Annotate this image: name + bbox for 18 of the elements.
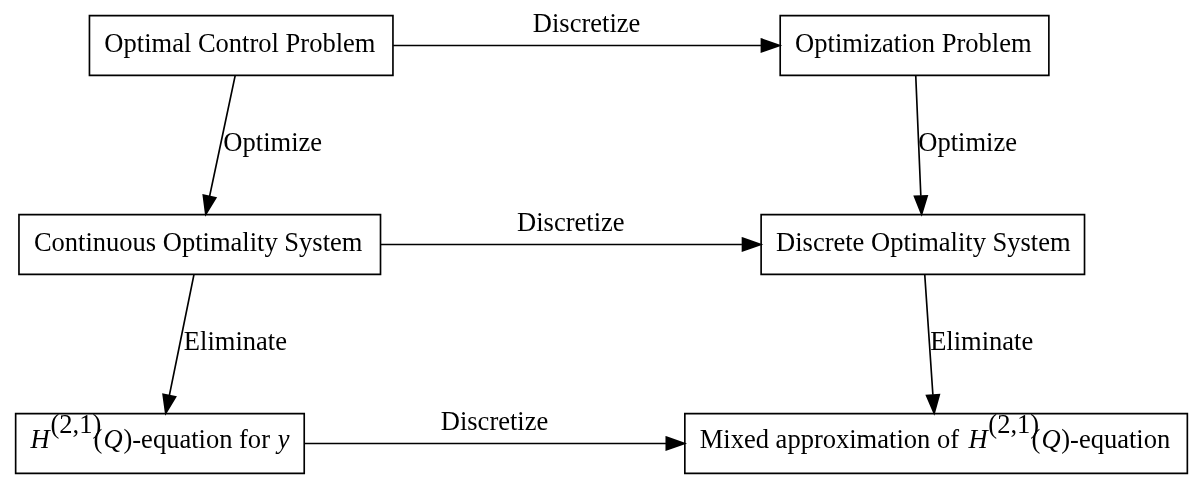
edge-label: Discretize — [532, 7, 641, 38]
node-box: Discrete Optimality System — [760, 213, 1086, 276]
arrow — [303, 435, 688, 452]
edge-label: Optimize — [918, 127, 1017, 158]
edge-label: Optimize — [223, 127, 323, 158]
node-box: Optimization Problem — [779, 14, 1050, 77]
edge-label: Discretize — [440, 405, 549, 436]
arrow — [162, 273, 195, 416]
arrow — [392, 37, 783, 54]
arrow — [923, 273, 941, 416]
edge-label: Eliminate — [930, 326, 1034, 357]
arrow — [380, 236, 764, 253]
edge-label: Discretize — [517, 206, 625, 237]
edge-label: Eliminate — [183, 326, 287, 357]
arrow — [913, 74, 929, 217]
node-box: Optimal Control Problem — [88, 14, 394, 77]
arrow — [202, 74, 236, 217]
node-box: Continuous Optimality System — [18, 213, 382, 276]
